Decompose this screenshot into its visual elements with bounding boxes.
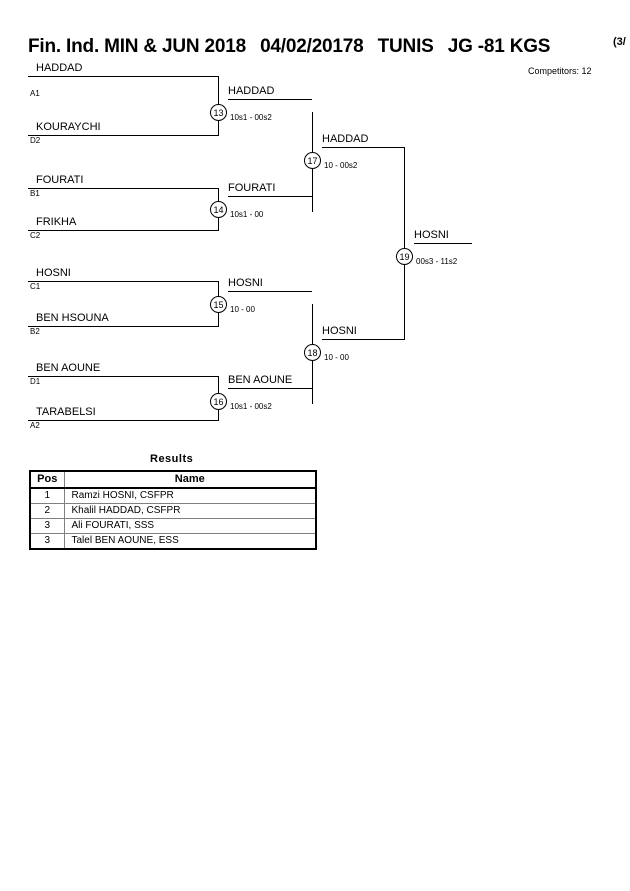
match-score: 00s3 - 11s2: [416, 257, 458, 266]
bracket-connector: [404, 147, 405, 340]
match-node-18[interactable]: 18: [304, 344, 321, 361]
tournament-bracket: HADDAD A1 KOURAYCHI D2 FOURATI B1 FRIKHA…: [0, 0, 630, 440]
result-name: Khalil HADDAD, CSFPR: [63, 503, 316, 519]
table-row: 3 Talel BEN AOUNE, ESS: [30, 533, 316, 550]
table-header-row: Pos Name: [30, 470, 316, 489]
result-name: Ramzi HOSNI, CSFPR: [63, 487, 316, 504]
match-winner-name: HOSNI: [322, 325, 357, 337]
page-title: Fin. Ind. MIN & JUN 2018 04/02/20178 TUN…: [28, 36, 559, 58]
competitor-name: TARABELSI: [36, 406, 96, 418]
competitor-name: KOURAYCHI: [36, 121, 101, 133]
match-winner-name: HADDAD: [322, 133, 369, 145]
result-position: 3: [30, 533, 65, 550]
competitor-seed: D1: [30, 377, 41, 386]
match-node-17[interactable]: 17: [304, 152, 321, 169]
table-row: 3 Ali FOURATI, SSS: [30, 518, 316, 534]
competitor-seed: A2: [30, 421, 40, 430]
match-winner-name: HOSNI: [228, 277, 263, 289]
competitor-name: BEN AOUNE: [36, 362, 101, 374]
competitor-seed: C1: [30, 282, 41, 291]
competitor-name: FRIKHA: [36, 216, 77, 228]
result-position: 2: [30, 503, 65, 519]
table-row: 2 Khalil HADDAD, CSFPR: [30, 503, 316, 519]
match-winner-15: HOSNI: [228, 277, 312, 292]
page-number: (3/: [613, 36, 626, 48]
competitor-seed: A1: [30, 89, 40, 98]
match-score: 10s1 - 00: [230, 210, 264, 219]
competitor-entry: FRIKHA: [28, 216, 218, 231]
competitor-seed: C2: [30, 231, 41, 240]
match-winner-16: BEN AOUNE: [228, 374, 312, 389]
competitor-name: HOSNI: [36, 267, 71, 279]
result-position: 3: [30, 518, 65, 534]
competitor-seed: D2: [30, 136, 41, 145]
match-winner-name: FOURATI: [228, 182, 276, 194]
competitor-entry: HADDAD: [28, 62, 218, 77]
match-node-13[interactable]: 13: [210, 104, 227, 121]
competitor-seed: B1: [30, 189, 40, 198]
column-header-pos: Pos: [30, 470, 65, 489]
title-event: Fin. Ind. MIN & JUN 2018: [28, 36, 246, 57]
match-score: 10 - 00s2: [324, 161, 358, 170]
results-table: Pos Name 1 Ramzi HOSNI, CSFPR 2 Khalil H…: [29, 470, 317, 550]
match-winner-14: FOURATI: [228, 182, 312, 197]
competitor-name: FOURATI: [36, 174, 84, 186]
match-winner-17: HADDAD: [322, 133, 404, 148]
results-title: Results: [150, 453, 194, 465]
competitor-entry: HOSNI: [28, 267, 218, 282]
competitor-entry: TARABELSI: [28, 406, 218, 421]
competitors-count: Competitors: 12: [528, 66, 592, 76]
competitor-seed: B2: [30, 327, 40, 336]
match-winner-13: HADDAD: [228, 85, 312, 100]
competitor-name: BEN HSOUNA: [36, 312, 109, 324]
column-header-name: Name: [63, 470, 316, 489]
match-winner-name: BEN AOUNE: [228, 374, 293, 386]
result-position: 1: [30, 487, 65, 504]
table-row: 1 Ramzi HOSNI, CSFPR: [30, 487, 316, 504]
title-category: JG -81 KGS: [447, 36, 551, 57]
competitor-entry: KOURAYCHI: [28, 121, 218, 136]
competitor-entry: BEN AOUNE: [28, 362, 218, 377]
match-node-15[interactable]: 15: [210, 296, 227, 313]
match-node-19[interactable]: 19: [396, 248, 413, 265]
result-name: Ali FOURATI, SSS: [63, 518, 316, 534]
match-score: 10s1 - 00s2: [230, 402, 272, 411]
competitor-entry: BEN HSOUNA: [28, 312, 218, 327]
competitor-name: HADDAD: [36, 62, 83, 74]
match-winner-name: HOSNI: [414, 229, 449, 241]
match-node-14[interactable]: 14: [210, 201, 227, 218]
match-score: 10 - 00: [324, 353, 349, 362]
match-winner-19: HOSNI: [414, 229, 472, 244]
title-location: TUNIS: [377, 36, 434, 57]
result-name: Talel BEN AOUNE, ESS: [63, 533, 316, 550]
competitor-entry: FOURATI: [28, 174, 218, 189]
match-score: 10s1 - 00s2: [230, 113, 272, 122]
match-node-16[interactable]: 16: [210, 393, 227, 410]
match-score: 10 - 00: [230, 305, 255, 314]
title-date: 04/02/20178: [260, 36, 364, 57]
match-winner-name: HADDAD: [228, 85, 275, 97]
match-winner-18: HOSNI: [322, 325, 404, 340]
